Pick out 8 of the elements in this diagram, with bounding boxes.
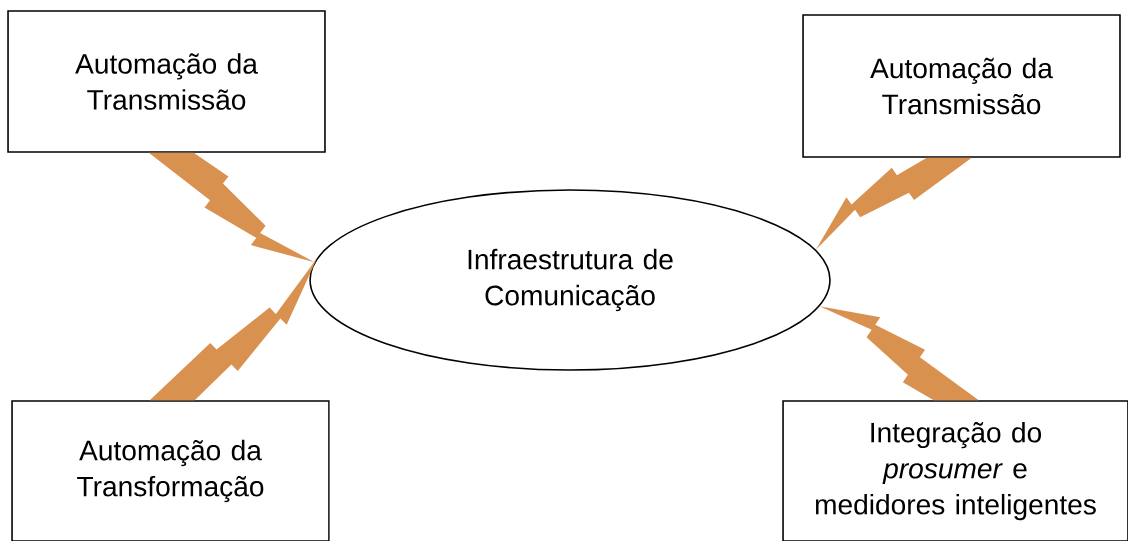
process-box: Automação da Transmissão <box>7 10 326 153</box>
lightning-connector <box>819 306 979 401</box>
lightning-connector <box>148 152 315 263</box>
process-box: Automação da Transmissão <box>802 14 1121 158</box>
process-box: Automação da Transformação <box>11 400 330 541</box>
lightning-connector <box>149 257 318 401</box>
process-box: Integração do prosumer e medidores inteligentes <box>782 400 1128 541</box>
lightning-connector <box>815 157 972 250</box>
